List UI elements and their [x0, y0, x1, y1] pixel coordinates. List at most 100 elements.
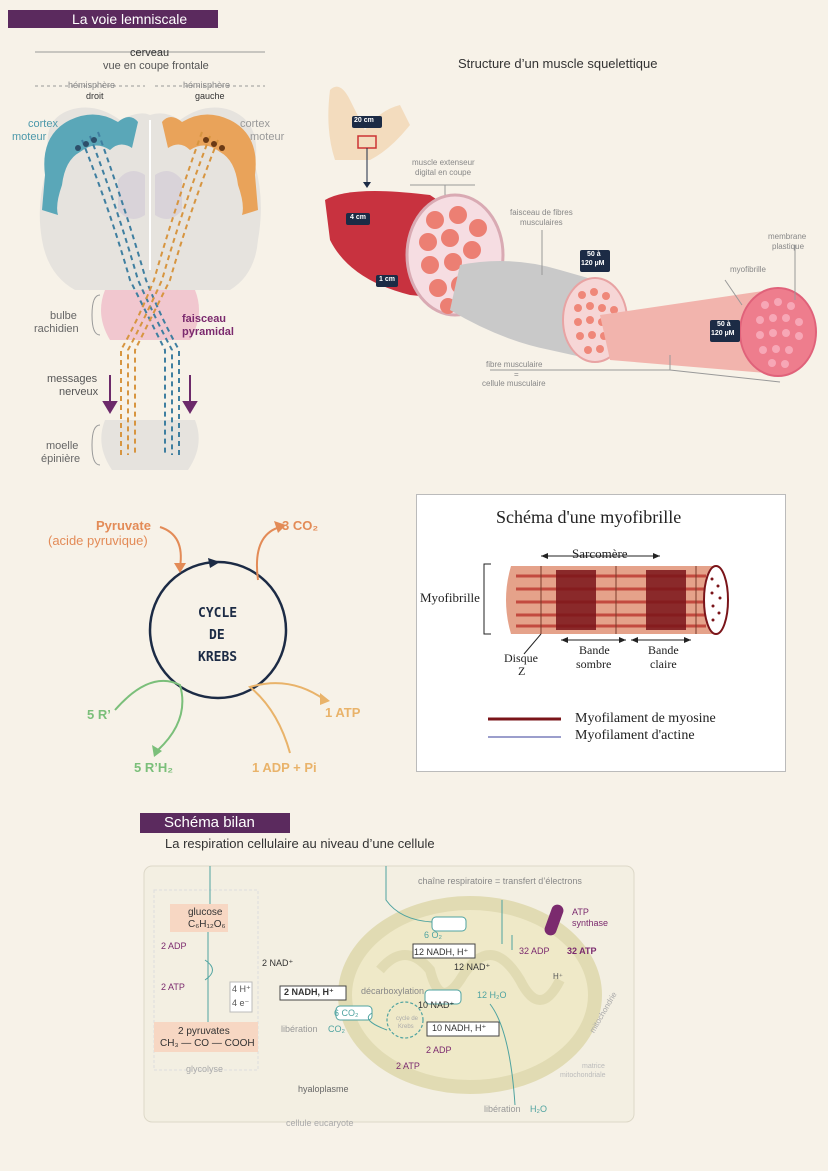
m50a-badge: 50 à	[587, 251, 601, 258]
e4-label: 4 e⁻	[232, 998, 250, 1008]
atp-arrow	[247, 682, 326, 754]
muscle-title: Structure d’un muscle squelettique	[458, 56, 658, 71]
myosine-legend: Myofilament de myosine	[575, 711, 716, 726]
cortex-right	[162, 114, 258, 215]
lemniscale-banner: La voie lemniscale	[8, 10, 218, 28]
hem-gauche-label: hémisphère	[183, 80, 231, 90]
atp2b-label: 2 ATP	[396, 1061, 420, 1071]
fibre-label-2: =	[514, 370, 519, 379]
nadh12-label: 12 NADH, H⁺	[414, 947, 469, 957]
co2-arrow	[256, 526, 281, 581]
m50b-badge: 50 à	[717, 321, 731, 328]
adp2-label: 2 ADP	[161, 941, 187, 951]
m1-badge: 1 cm	[379, 276, 395, 283]
brain-diagram	[35, 51, 265, 470]
moelle-epiniere	[101, 420, 199, 470]
glycolyse-box	[153, 889, 259, 1071]
krebs-atp: 1 ATP	[325, 705, 361, 720]
cortex-right-label-2: moteur	[250, 131, 285, 143]
claire-label: Bande	[648, 643, 679, 657]
disque-label: Disque	[504, 651, 538, 665]
sombre-label: Bande	[579, 643, 610, 657]
bulbe-label-2: rachidien	[34, 323, 79, 335]
atp-synthase-shape	[544, 904, 564, 936]
cortex-left	[42, 114, 138, 215]
muscle-fiber	[600, 290, 790, 375]
h-label: H⁺	[553, 972, 563, 981]
atp-synthase-label: ATP	[572, 907, 589, 917]
nadh10-label: 10 NADH, H⁺	[432, 1023, 487, 1033]
faisceau-fibres-label: faisceau de fibres	[510, 208, 573, 217]
hem-gauche-label-2: gauche	[195, 91, 225, 101]
o2-label: 6 O₂	[424, 930, 442, 940]
coupe-label: vue en coupe frontale	[103, 60, 209, 72]
nadh2-label: 2 NADH, H⁺	[284, 987, 334, 997]
h4-label: 4 H⁺	[232, 984, 251, 994]
membrane-label-2: plastique	[772, 242, 805, 251]
lib-h2o-label-2: H₂O	[530, 1104, 547, 1114]
m20-badge: 20 cm	[354, 117, 374, 124]
messages-label: messages	[47, 373, 98, 385]
bilan-banner: Schéma bilan	[140, 813, 290, 833]
tract-teal	[81, 131, 180, 455]
claire-label-2: claire	[650, 657, 677, 671]
chaine-label: chaîne respiratoire = transfert d’électr…	[418, 876, 582, 886]
nad2-label: 2 NAD⁺	[262, 958, 294, 968]
hem-droit-label-2: droit	[86, 91, 104, 101]
muscle-diagram	[325, 86, 817, 383]
arm	[328, 86, 410, 160]
atp-synthase-label-2: synthase	[572, 918, 609, 928]
bilan-diagram	[143, 865, 635, 1123]
cellule-label: cellule eucaryote	[286, 1118, 354, 1128]
myofibrille-label: myofibrille	[730, 265, 767, 274]
faisceau-label-2: pyramidal	[182, 326, 234, 338]
tract-orange	[120, 131, 219, 455]
extenseur-label: muscle extenseur	[412, 158, 475, 167]
fibre-label: fibre musculaire	[486, 360, 543, 369]
cycle-krebs-mini-2: Krebs	[398, 1024, 414, 1030]
adp2b-label: 2 ADP	[426, 1045, 452, 1055]
m50a-badge-2: 120 µM	[581, 260, 605, 267]
nad12-label: 12 NAD⁺	[454, 962, 491, 972]
messages-label-2: nerveux	[59, 386, 99, 398]
adp32-label: 32 ADP	[519, 946, 550, 956]
decarbox-label: décarboxylation	[361, 986, 425, 996]
cortex-left-label: cortex	[28, 118, 58, 130]
krebs-diagram	[114, 521, 330, 757]
atp32-label: 32 ATP	[567, 946, 597, 956]
krebs-cycle: CYCLE	[198, 606, 238, 621]
cortex-left-label-2: moteur	[12, 131, 47, 143]
lib-h2o-label: libération	[484, 1104, 521, 1114]
myofibrille-title: Schéma d'une myofibrille	[496, 507, 682, 527]
myofibrille-drawing	[483, 553, 729, 738]
actine-legend: Myofilament d'actine	[575, 728, 695, 743]
ventricles	[118, 171, 182, 219]
glucose-formula: C₆H₁₂O₆	[188, 919, 226, 930]
pyruvates-label: 2 pyruvates	[178, 1026, 230, 1037]
pyruvate-arrow	[159, 526, 182, 568]
lib-co2-label-2: CO₂	[328, 1024, 345, 1034]
glycolyse-label: glycolyse	[186, 1064, 224, 1074]
krebs-de: DE	[209, 628, 225, 643]
faisceau-fibres-label-2: musculaires	[520, 218, 563, 227]
atp2-label: 2 ATP	[161, 982, 185, 992]
bilan-subtitle: La respiration cellulaire au niveau d’un…	[165, 836, 435, 851]
krebs-adp: 1 ADP + Pi	[252, 760, 317, 775]
bulbe-rachidien	[101, 290, 199, 340]
moelle-label: moelle	[46, 440, 79, 452]
fascicle	[450, 261, 595, 360]
glucose-label: glucose	[188, 907, 223, 918]
matrice-label: matrice	[582, 1063, 605, 1070]
faisceau-label: faisceau	[182, 313, 227, 325]
message-arrows	[102, 375, 198, 414]
hem-droit-label: hémisphère	[68, 80, 116, 90]
sarcomere-label: Sarcomère	[572, 546, 628, 561]
myofibrille-side-label: Myofibrille	[420, 590, 480, 605]
pyruvates-formula: CH₃ — CO — COOH	[160, 1038, 255, 1049]
cortex-right-label: cortex	[240, 118, 270, 130]
matrice-label-2: mitochondriale	[560, 1072, 606, 1079]
nad10-label: 10 NAD⁺	[418, 1000, 455, 1010]
hyaloplasme-label: hyaloplasme	[298, 1084, 349, 1094]
lib-co2-label: libération	[281, 1024, 318, 1034]
m50b-badge-2: 120 µM	[711, 330, 735, 337]
